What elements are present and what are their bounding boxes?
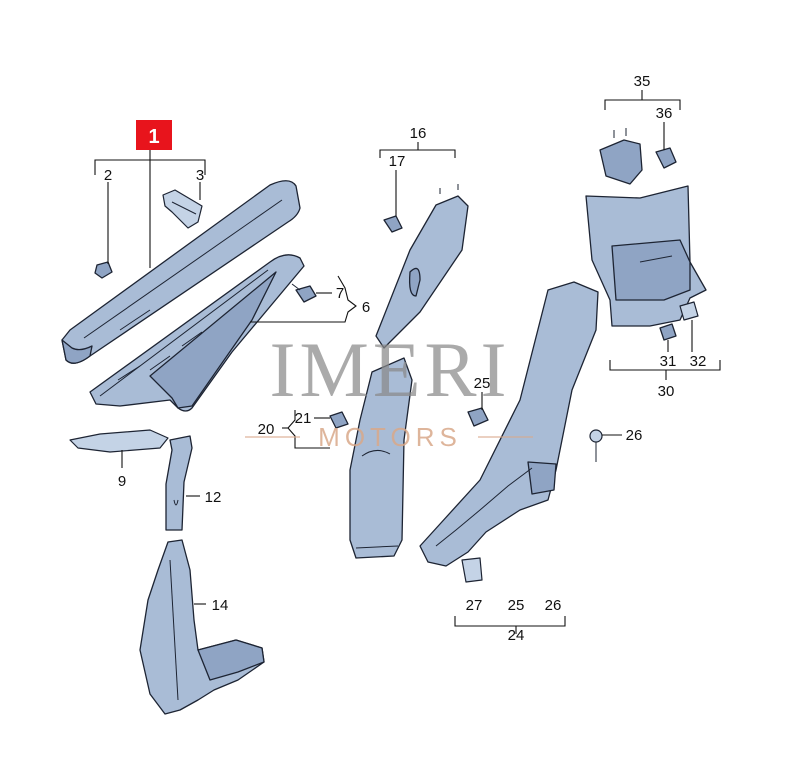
part-clip-36[interactable] [655, 147, 677, 169]
callout-27: 27 [466, 597, 483, 614]
part-screw-26[interactable] [589, 429, 603, 462]
watermark-brand: IMERI [270, 326, 511, 413]
callout-30: 30 [658, 383, 675, 400]
part-quarter-trim[interactable] [585, 185, 707, 327]
watermark: IMERI MOTORS [245, 326, 533, 452]
part-clip-17[interactable] [383, 215, 403, 233]
part-b-pillar-lower-trim[interactable] [349, 357, 413, 559]
callout-26-screw: 26 [626, 427, 643, 444]
callout-6: 6 [362, 299, 370, 316]
callout-25-group: 25 [508, 597, 525, 614]
part-clip-32[interactable] [679, 301, 699, 321]
callout-16: 16 [410, 125, 427, 142]
callout-numbers: 2 3 7 6 9 12 14 16 17 20 21 25 26 27 25 … [104, 73, 707, 644]
callout-36: 36 [656, 105, 673, 122]
part-b-pillar-upper-trim[interactable] [375, 184, 469, 349]
callout-17: 17 [389, 153, 406, 170]
leader-lines [94, 90, 721, 634]
callout-35: 35 [634, 73, 651, 90]
part-cover-9[interactable] [69, 429, 169, 453]
part-kick-panel-14[interactable] [139, 539, 265, 715]
part-a-pillar-lower-trim[interactable] [89, 254, 305, 412]
part-bracket-35[interactable] [599, 128, 643, 185]
callout-7: 7 [336, 285, 344, 302]
part-clip-21[interactable] [329, 411, 349, 429]
part-clip-2[interactable] [94, 261, 113, 279]
callout-2: 2 [104, 167, 112, 184]
part-bolt-7[interactable] [291, 283, 317, 303]
part-c-pillar-lower-trim[interactable] [419, 281, 599, 567]
callout-25-clip: 25 [474, 375, 491, 392]
callout-9: 9 [118, 473, 126, 490]
callout-32: 32 [690, 353, 707, 370]
part-a-pillar-upper-trim[interactable] [61, 180, 301, 364]
callout-20: 20 [258, 421, 275, 438]
watermark-sub: MOTORS [318, 422, 462, 452]
callout-12: 12 [205, 489, 222, 506]
highlight-label-text: 1 [148, 126, 159, 148]
callout-26-group: 26 [545, 597, 562, 614]
part-clip-27[interactable] [461, 557, 483, 583]
callout-3: 3 [196, 167, 204, 184]
callout-31: 31 [660, 353, 677, 370]
part-bracket-3[interactable] [162, 189, 203, 229]
highlighted-part-label[interactable]: 1 [136, 120, 172, 150]
part-strip-12[interactable] [165, 435, 193, 531]
callout-14: 14 [212, 597, 229, 614]
callout-24: 24 [508, 627, 525, 644]
callout-21: 21 [295, 410, 312, 427]
part-clip-31[interactable] [659, 323, 677, 341]
part-clip-25[interactable] [467, 407, 489, 427]
